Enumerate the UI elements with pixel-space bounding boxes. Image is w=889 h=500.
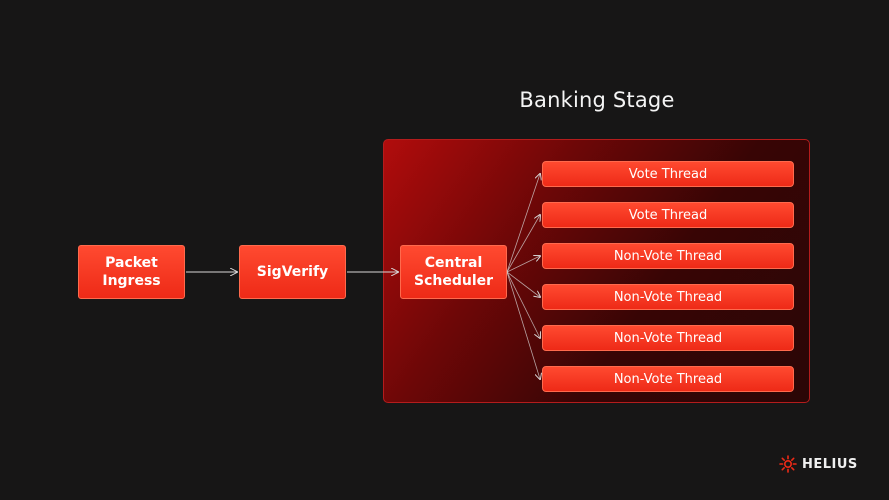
- arrow-scheduler-to-thread: [506, 271, 540, 297]
- thread-box: Non-Vote Thread: [542, 366, 794, 392]
- packet-ingress-node: Packet Ingress: [78, 245, 185, 299]
- central-scheduler-node: Central Scheduler: [400, 245, 507, 299]
- thread-box: Non-Vote Thread: [542, 284, 794, 310]
- thread-box: Vote Thread: [542, 202, 794, 228]
- thread-box: Non-Vote Thread: [542, 243, 794, 269]
- scheduler-to-thread-arrows: [506, 174, 540, 379]
- sigverify-node: SigVerify: [239, 245, 346, 299]
- banking-stage-title: Banking Stage: [519, 88, 675, 112]
- arrow-scheduler-to-thread: [506, 256, 540, 273]
- helius-wordmark: HELIUS: [802, 456, 858, 472]
- thread-box: Non-Vote Thread: [542, 325, 794, 351]
- thread-box: Vote Thread: [542, 161, 794, 187]
- arrow-scheduler-to-thread: [506, 215, 540, 273]
- arrow-scheduler-to-thread: [506, 271, 540, 379]
- helius-sun-icon: [779, 455, 797, 473]
- arrow-scheduler-to-thread: [506, 271, 540, 338]
- arrow-scheduler-to-thread: [506, 174, 540, 273]
- helius-logo: HELIUS: [779, 455, 858, 473]
